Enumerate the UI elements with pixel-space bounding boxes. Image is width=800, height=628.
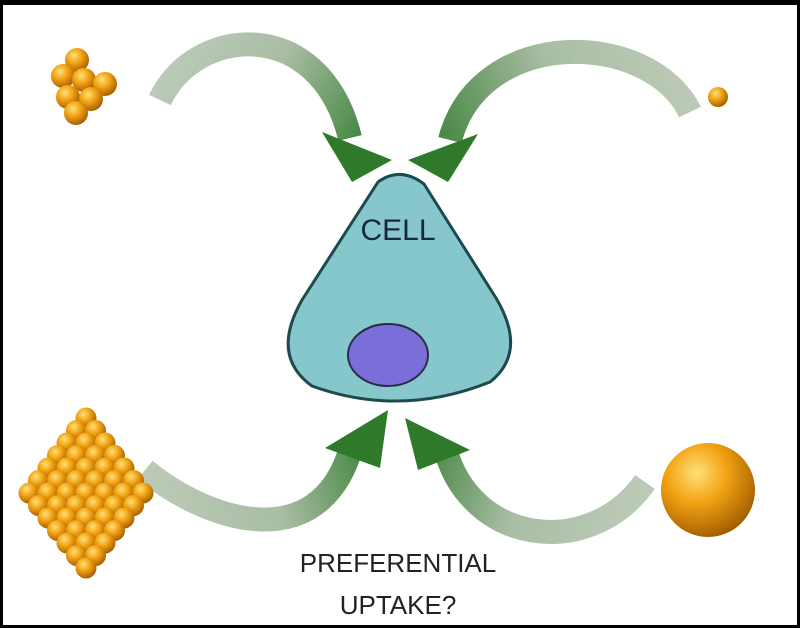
arrow-bottom-left: [137, 410, 388, 532]
nanoparticle: [65, 48, 89, 72]
arrow-bottom-right: [405, 418, 655, 544]
cell-body: [286, 173, 513, 403]
nanoparticle: [79, 87, 103, 111]
cell-nucleus: [347, 323, 429, 387]
diagram-canvas: CELL PREFERENTIAL UPTAKE?: [3, 5, 797, 625]
nanoparticle: [75, 557, 97, 579]
arrow-top-left: [149, 32, 392, 182]
nanoparticle: [93, 72, 117, 96]
large-nanoparticle-cluster: [18, 407, 154, 579]
arrow-top-right: [408, 39, 701, 182]
nanoparticle: [51, 64, 75, 88]
uptake-diagram: CELL PREFERENTIAL UPTAKE?: [18, 32, 755, 620]
caption-line-1: PREFERENTIAL: [300, 548, 497, 578]
nanoparticle: [64, 101, 88, 125]
caption-line-2: UPTAKE?: [340, 590, 457, 620]
nanoparticle: [72, 68, 96, 92]
single-small-nanoparticle: [708, 87, 728, 107]
small-nanoparticle-cluster: [51, 48, 117, 125]
single-large-nanoparticle: [661, 443, 755, 537]
cell-label: CELL: [360, 214, 435, 247]
